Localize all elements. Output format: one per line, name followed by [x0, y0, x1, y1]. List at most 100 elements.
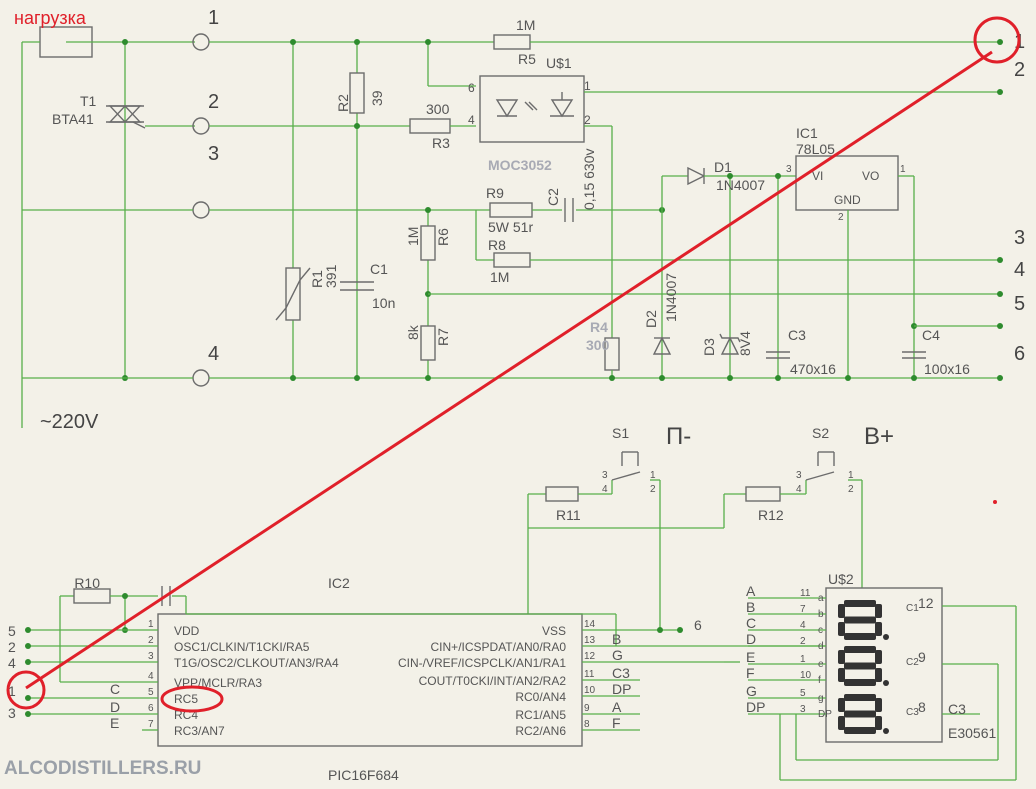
ic1-pin-vi: VI [812, 169, 823, 183]
display-section [748, 587, 1017, 781]
s1-pin-3: 3 [602, 470, 608, 481]
right-terminal-3: 3 [1014, 227, 1025, 249]
pic-left-pin-num: 1 [148, 619, 154, 630]
resistor-r7 [420, 325, 436, 361]
display-seg-label: G [746, 683, 757, 699]
triac-t1 [106, 104, 146, 129]
display-seg-label: B [746, 599, 755, 615]
c3-value: 470x16 [790, 361, 836, 377]
pic-left-pin-num: 5 [148, 687, 154, 698]
switch-s2 [805, 471, 835, 481]
digit-segment [844, 646, 876, 653]
terminal-1 [192, 33, 210, 51]
ic2-name: IC2 [328, 575, 350, 591]
digit-segment [838, 622, 845, 636]
resistor-r10 [73, 588, 111, 604]
display-seg-letter: c [818, 625, 823, 636]
display-seg-pin: 5 [800, 688, 806, 699]
net-c3-right: C3 [612, 665, 630, 681]
digit-segment [844, 616, 876, 624]
s1-pin-2: 2 [650, 484, 656, 495]
digit-dp [883, 634, 889, 640]
c2-name: C2 [545, 188, 561, 206]
button-section [527, 451, 863, 647]
t1-name: T1 [80, 93, 97, 109]
net-f-right: F [612, 715, 621, 731]
resistor-r3 [409, 118, 451, 134]
watermark: ALCODISTILLERS.RU [4, 758, 201, 779]
pic-right-pin-num: 11 [584, 669, 595, 680]
display-common-pin: 12 [918, 595, 934, 611]
right-terminal-2: 2 [1014, 59, 1025, 81]
d2-name: D2 [643, 310, 659, 328]
terminal-1-label: 1 [208, 7, 219, 29]
r6-name: R6 [435, 228, 451, 246]
ic2-part: PIC16F684 [328, 767, 399, 783]
ic1-pin-gnd: GND [834, 193, 861, 207]
mcu-conn-1: 1 [8, 683, 16, 699]
net-g-right: G [612, 647, 623, 663]
pic-right-pin-num: 9 [584, 703, 590, 714]
annotation-layer [6, 16, 1021, 713]
net-d-left: D [110, 699, 120, 715]
ic1-pin-3: 3 [786, 164, 792, 175]
d1-name: D1 [714, 159, 732, 175]
diode-d2 [652, 336, 672, 355]
us2-name: U$2 [828, 571, 854, 587]
us1-part: MOC3052 [488, 157, 552, 173]
moc-pin-4: 4 [468, 113, 475, 127]
pic-left-pin-name: OSC1/CLKIN/T1CKI/RA5 [174, 640, 310, 654]
digit-segment [844, 600, 876, 607]
c4-name: C4 [922, 327, 940, 343]
ic1-name: IC1 [796, 125, 818, 141]
ic1-pin-1: 1 [900, 164, 906, 175]
pic-right-pin-name: CIN-/VREF/ICSPCLK/AN1/RA1 [398, 656, 566, 670]
digit-segment [875, 650, 882, 664]
r9-name: R9 [486, 185, 504, 201]
pic-left-pin-num: 2 [148, 635, 154, 646]
display-seg-pin: 10 [800, 670, 812, 681]
display-net-c3: C3 [948, 701, 966, 717]
mcu-ic2 [157, 613, 583, 747]
digit-segment [875, 668, 882, 682]
load-label: нагрузка [14, 8, 87, 28]
pic-right-pin-num: 13 [584, 635, 596, 646]
resistor-r6 [420, 225, 436, 261]
display-digit [838, 694, 889, 734]
c3-name: C3 [788, 327, 806, 343]
mcu-conn-5: 5 [8, 623, 16, 639]
resistor-r11 [545, 486, 579, 502]
display-seg-label: E [746, 649, 755, 665]
digit-segment [875, 622, 882, 636]
ic1-pin-2: 2 [838, 212, 844, 223]
moc-pin-2: 2 [584, 113, 591, 127]
r10-name: R10 [74, 575, 100, 591]
r8-name: R8 [488, 237, 506, 253]
annotation-circle-pin [6, 670, 46, 710]
pic-right-pin-name: RC2/AN6 [515, 724, 566, 738]
r7-value: 8k [405, 324, 421, 340]
resistor-r8 [493, 252, 531, 268]
digit-segment [844, 633, 876, 640]
moc-pin-6: 6 [468, 81, 475, 95]
display-seg-letter: e [818, 659, 824, 670]
net-6-right: 6 [694, 617, 702, 633]
c4-value: 100x16 [924, 361, 970, 377]
right-terminal-6: 6 [1014, 343, 1025, 365]
display-seg-label: C [746, 615, 756, 631]
switch-s1 [611, 471, 641, 481]
ic1-part: 78L05 [796, 141, 835, 157]
r7-name: R7 [435, 328, 451, 346]
r3-name: R3 [432, 135, 450, 151]
text-layer: нагрузка ~220V 1 2 3 4 1 2 3 4 5 6 T1 BT… [4, 7, 1025, 783]
d1-value: 1N4007 [716, 177, 765, 193]
digit-segment [875, 716, 882, 730]
pic-right-pin-name: RC1/AN5 [515, 708, 566, 722]
diode-d1 [687, 166, 706, 186]
t1-value: BTA41 [52, 111, 94, 127]
r5-name: R5 [518, 51, 536, 67]
resistor-r9 [489, 202, 533, 218]
pic-left-pin-name: VDD [174, 624, 200, 638]
s1-caption: П- [666, 423, 691, 450]
